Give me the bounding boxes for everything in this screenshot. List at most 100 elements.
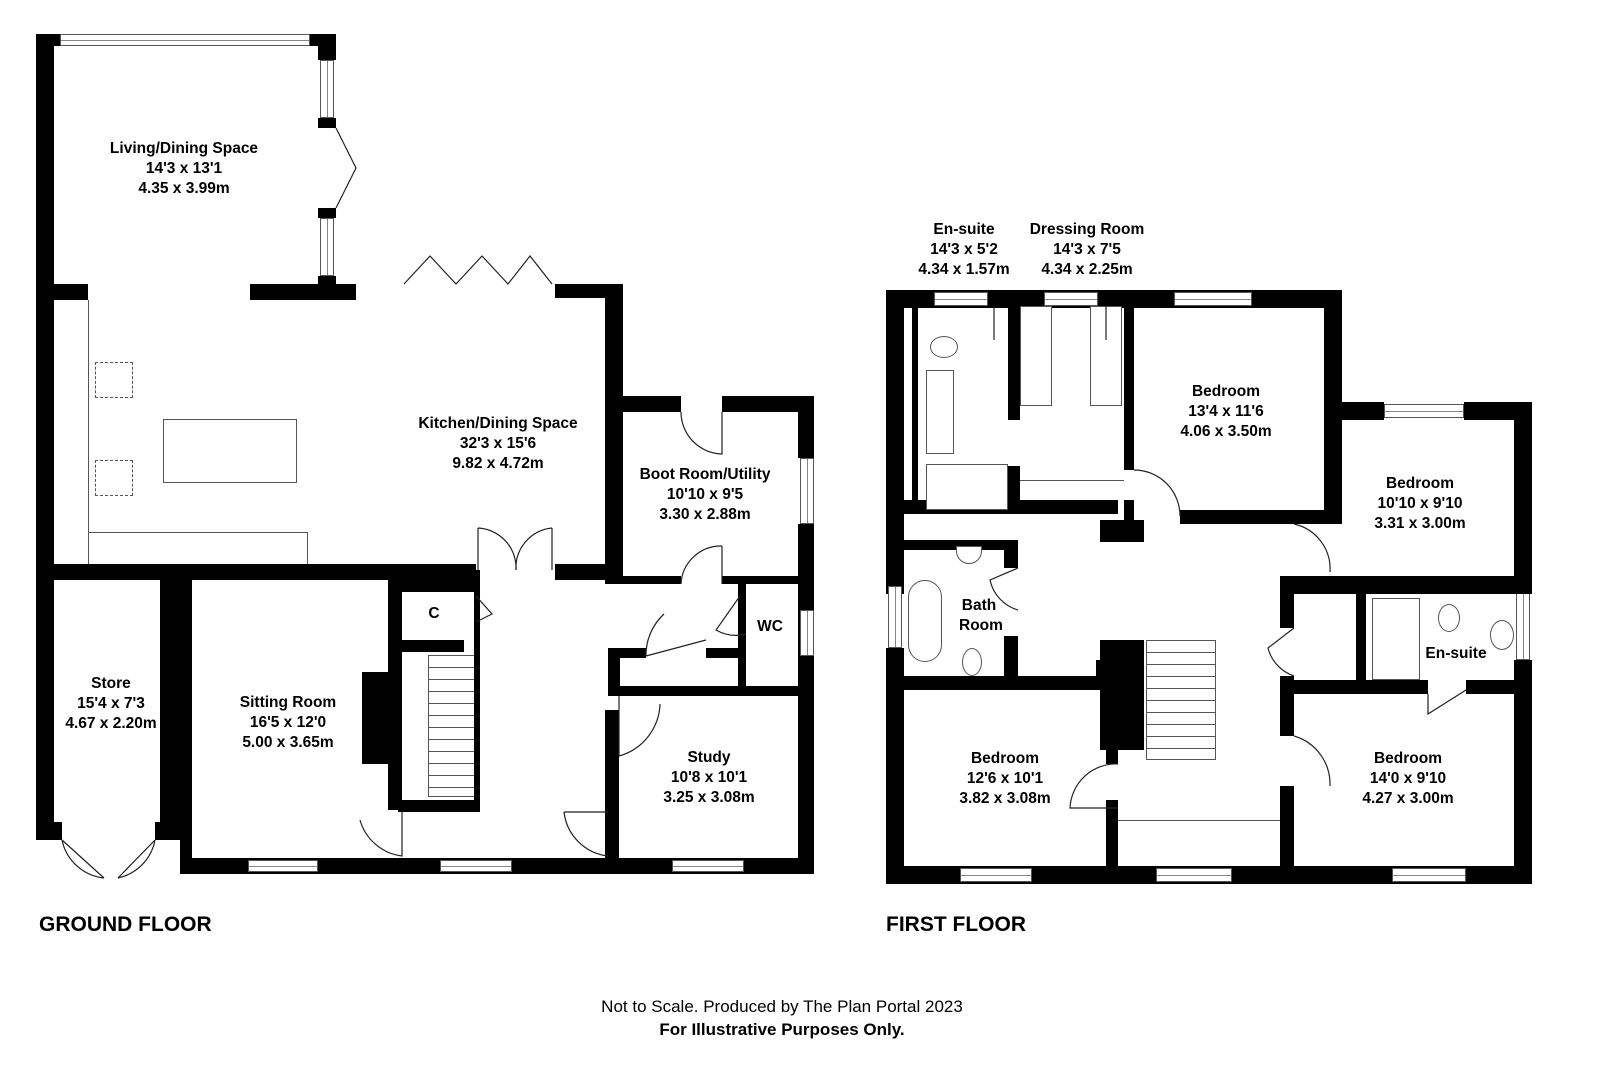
room-imperial: 32'3 x 15'6 [459,435,537,452]
kitchen-island [163,419,297,483]
room-label-bedroom-4: Bedroom 14'0 x 9'10 4.27 x 3.00m [1362,749,1453,809]
toilet [962,648,982,676]
window [960,868,1032,882]
wall [1324,420,1342,524]
wall [1280,786,1294,884]
room-metric: 3.82 x 3.08m [959,790,1051,807]
window [320,218,334,276]
room-name: Boot Room/Utility [639,466,771,483]
wall [1356,594,1366,684]
wall [398,580,476,592]
room-metric: 4.67 x 2.20m [65,715,157,732]
wall [1004,540,1018,568]
wall [1004,636,1018,684]
window [1392,868,1466,882]
window [60,34,310,46]
room-imperial: 15'4 x 7'3 [77,695,145,712]
window [1156,868,1232,882]
room-name: Kitchen/Dining Space [418,415,578,432]
room-label-living-dining: Living/Dining Space 14'3 x 13'1 4.35 x 3… [110,139,258,199]
wall [605,284,623,580]
staircase [1146,640,1216,760]
wall [608,686,814,696]
window [800,610,814,656]
wall [605,576,681,584]
wardrobe [1090,306,1122,406]
chimney-breast [362,672,390,764]
room-imperial: 14'3 x 5'2 [930,241,998,258]
wall [1280,680,1428,694]
wall [318,208,336,218]
skylight [95,460,133,496]
room-label-kitchen-dining: Kitchen/Dining Space 32'3 x 15'6 9.82 x … [418,414,577,474]
window [1174,292,1252,306]
room-label-sitting-room: Sitting Room 16'5 x 12'0 5.00 x 3.65m [240,693,336,753]
room-label-study: Study 10'8 x 10'1 3.25 x 3.08m [663,748,754,808]
worktop [88,532,308,533]
toilet [1438,604,1460,632]
wall [1280,576,1294,628]
bathtub [908,580,942,662]
wall [1514,402,1532,592]
ground-floor-title: GROUND FLOOR [39,913,212,936]
room-label-bedroom-2: Bedroom 10'10 x 9'10 3.31 x 3.00m [1374,474,1465,534]
room-metric: 3.31 x 3.00m [1374,515,1466,532]
room-name: C [428,605,440,622]
shower-tray [926,464,1008,510]
room-imperial: 10'8 x 10'1 [670,769,748,786]
wall [36,34,54,840]
disclaimer-text: Not to Scale. Produced by The Plan Porta… [601,997,963,1016]
skylight [95,362,133,398]
room-imperial: 13'4 x 11'6 [1188,403,1264,420]
room-metric: 9.82 x 4.72m [452,455,544,472]
wall [1100,520,1144,542]
wall [1008,300,1020,420]
wall [706,648,740,658]
wall [1096,660,1108,690]
stair-void-wall [1100,640,1144,750]
wall [886,648,904,884]
room-name: Dressing Room [1029,221,1145,238]
wall [36,284,88,300]
staircase [428,655,476,797]
wall [1280,576,1532,594]
room-name: WC [757,618,783,635]
room-label-en-suite-1: En-suite 14'3 x 5'2 4.34 x 1.57m [918,220,1009,280]
room-label-bedroom-3: Bedroom 12'6 x 10'1 3.82 x 3.08m [959,749,1050,809]
room-label-en-suite-2: En-suite [1425,644,1486,664]
wall [250,284,356,300]
room-name: Bedroom [1191,383,1261,400]
room-imperial: 14'0 x 9'10 [1369,770,1447,787]
window [440,860,512,872]
shower-tray [1372,598,1420,680]
room-label-wc: WC [757,617,783,637]
room-name: Sitting Room [239,694,337,711]
room-name: En-suite [1425,645,1487,662]
first-floor-title: FIRST FLOOR [886,913,1026,936]
room-metric: 3.25 x 3.08m [663,789,755,806]
vanity-basins [926,370,954,454]
room-name: Bath Room [959,597,1003,634]
wall [886,290,904,594]
room-metric: 5.00 x 3.65m [242,734,334,751]
wall [155,822,188,840]
wall [1106,800,1118,884]
room-name: Study [687,749,731,766]
room-metric: 4.34 x 2.25m [1041,261,1133,278]
wall [900,676,1114,690]
wall [36,822,62,840]
wall [474,570,480,812]
wall [398,800,480,812]
room-label-bedroom-1: Bedroom 13'4 x 11'6 4.06 x 3.50m [1180,382,1271,442]
wall [912,300,918,510]
window [934,292,988,306]
window [248,860,318,872]
room-imperial: 14'3 x 7'5 [1053,241,1121,258]
room-metric: 4.06 x 3.50m [1180,423,1272,440]
room-imperial: 10'10 x 9'5 [666,486,744,503]
wall [605,710,619,870]
wardrobe [1020,306,1052,406]
room-name: Living/Dining Space [109,140,259,157]
wall [722,576,814,584]
